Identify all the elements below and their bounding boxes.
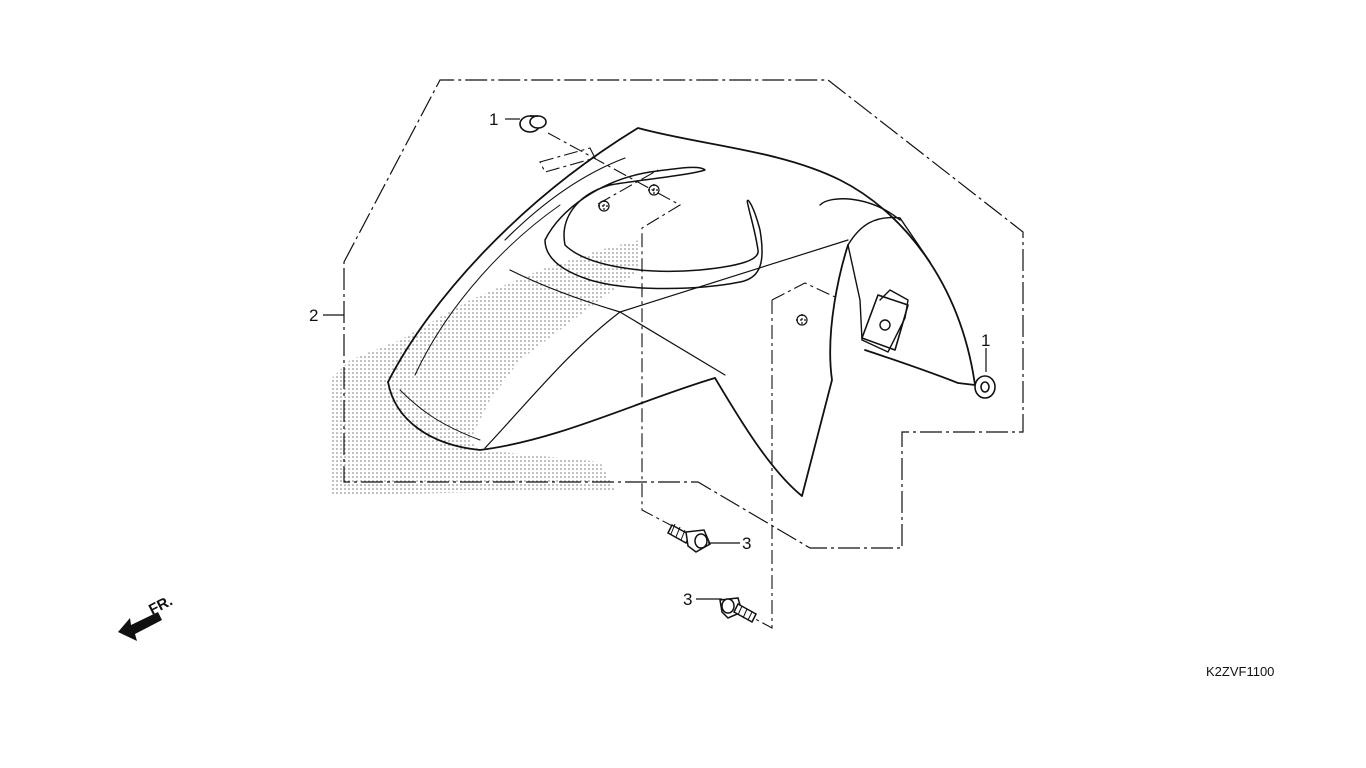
direction-arrow: FR. (118, 592, 175, 641)
callout-2: 2 (309, 306, 319, 325)
direction-label: FR. (146, 592, 175, 618)
assembly-outline (343, 79, 1024, 549)
callout-leaders (323, 118, 987, 600)
mount-hole-markers (598, 184, 808, 326)
diagram-code: K2ZVF1100 (1206, 664, 1275, 679)
grommet-upper (519, 115, 547, 133)
callout-1-lower: 1 (981, 331, 991, 350)
arrow-icon (118, 612, 162, 641)
callout-3-upper: 3 (742, 534, 752, 553)
leader-lines (539, 132, 836, 629)
front-fender (387, 127, 976, 497)
callout-1-upper: 1 (489, 110, 499, 129)
callout-3-lower: 3 (683, 590, 693, 609)
grommet-lower (974, 375, 996, 399)
bolt-upper (667, 523, 711, 553)
stipple-shading (330, 240, 640, 495)
bolt-lower (719, 597, 757, 624)
